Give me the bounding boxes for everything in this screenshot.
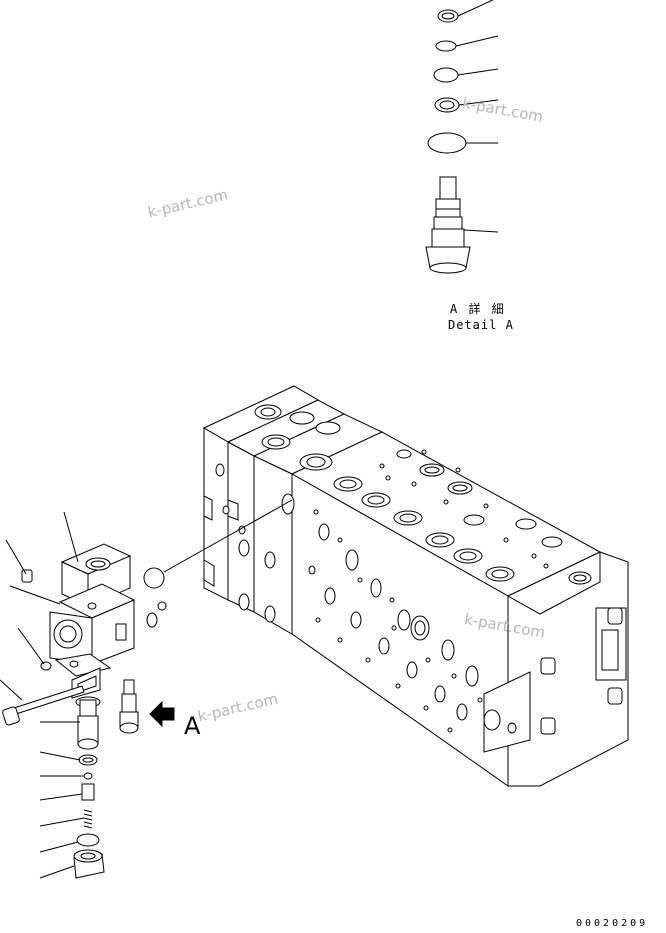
relief-valve-cartridge [119,679,139,734]
detail-ring-4 [434,97,499,113]
pilot-valve-body [75,696,101,750]
exploded-valve-unit [0,499,293,879]
detail-title-jp: A 詳 細 [450,302,506,316]
detail-ring-3 [433,67,499,83]
mounting-bolt [2,685,85,726]
view-marker-label: A [184,712,201,740]
detail-large-ring [427,132,498,154]
detail-title-en: Detail A [448,318,514,332]
end-cap-bolts [483,607,623,735]
detail-valve-cartridge [425,176,499,274]
front-face-holes [215,463,483,733]
detail-a-parts [425,0,499,274]
detail-ring-2 [435,35,499,52]
control-valve-body [202,385,629,787]
view-arrow [149,700,175,728]
detail-ring-1 [437,0,494,23]
top-ports [254,404,592,585]
drawing-code: 00020209 [576,918,649,929]
